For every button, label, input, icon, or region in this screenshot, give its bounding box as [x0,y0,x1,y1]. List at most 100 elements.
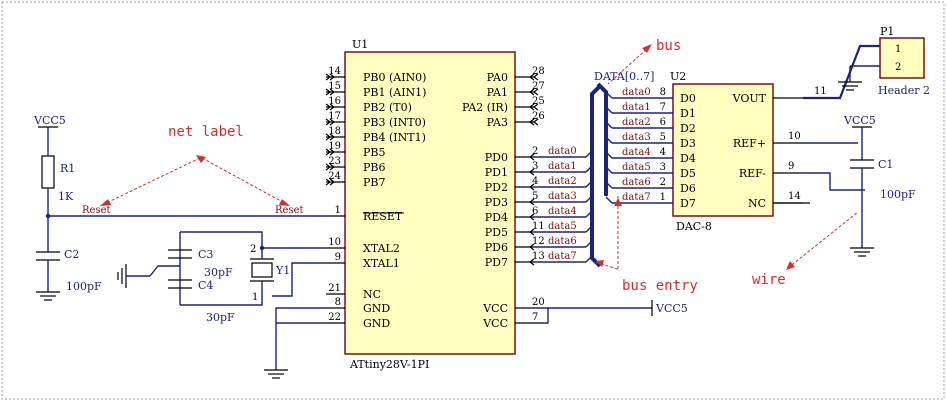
pin-arrow-icon [529,228,535,236]
u1-vcc-wiring: VCC5 [534,300,688,324]
pin-arrow-icon [529,103,535,111]
bus-entry [605,136,613,144]
pin-arrow-icon [325,133,331,141]
y1-body [251,262,273,278]
u1-pin-name: PD4 [485,211,508,224]
pin-arrow-icon [529,198,535,206]
u1-pin-name: PD5 [485,226,508,239]
bus-entry [605,151,613,159]
u2-pin-vout-num: 11 [814,86,827,97]
u2-pin-number: 8 [660,87,666,98]
u1-pin-number: 24 [328,171,341,182]
u2-pin-name: D6 [680,182,696,195]
c4-to-y1 [180,288,263,306]
pin-arrow-icon [325,178,331,186]
net-label: data6 [548,236,577,247]
pin-arrow-icon [533,88,539,96]
net-label: data4 [622,147,651,158]
net-label: data3 [622,132,651,143]
u1-pin-number: 15 [328,81,341,92]
annotation-bus: bus [656,38,681,54]
u1-pin-name: PD3 [485,196,508,209]
gnd-pin8-wire [275,307,326,370]
u2-part: DAC-8 [676,220,712,233]
u1-pin-number: 26 [532,111,545,122]
annotation-bus-entry: bus entry [622,278,698,294]
u1-pin-number: 1 [335,205,341,216]
u2-pin-refp-num: 10 [788,131,801,142]
u1-pin-number: 20 [532,297,545,308]
bus-left-entries [585,150,593,263]
pin-arrow-icon [329,178,335,186]
reset-network: VCC5 R1 1K Reset Reset C2 100pF [33,114,326,301]
pin-arrow-icon [329,103,335,111]
bus-entry [585,240,593,248]
u1-pin-number: 5 [532,191,538,202]
bus-entry [605,196,613,204]
u1-pin-name: PB7 [363,176,385,189]
pin-arrow-icon [325,148,331,156]
u1-pin-number: 8 [335,297,341,308]
u1-pin-number: 10 [328,237,341,248]
reset-net-label-right: Reset [275,205,304,216]
pin-arrow-icon [529,88,535,96]
u1-ref: U1 [352,38,368,51]
pin-arrow-icon [329,73,335,81]
u2-pin-number: 7 [660,102,666,113]
net-label: data5 [622,162,651,173]
pin-arrow-icon [325,88,331,96]
u1-pin-name: PD2 [485,181,508,194]
u1-pin-number: 12 [532,236,545,247]
u1-pin-number: 25 [532,96,545,107]
c3-ref: C3 [198,248,213,261]
refm-wire [803,172,865,191]
y1-ref: Y1 [275,264,290,277]
pin-arrow-icon [325,118,331,126]
bus-entry [585,180,593,188]
u1-pin-number: 21 [328,283,341,294]
u1-pin-number: 28 [532,66,545,77]
pin-arrow-icon [529,258,535,266]
bus-entry [605,121,613,129]
bus-entry [605,181,613,189]
bus-left [590,84,602,268]
u1-pin-number: 13 [532,251,545,262]
net-label: data5 [548,221,577,232]
annotation-wire: wire [752,272,786,288]
u1-pin-name: PB4 (INT1) [363,131,426,144]
u1-pin-name: PA2 (IR) [462,101,508,114]
ground-icon [117,264,127,288]
crystal-network: C3 30pF C4 30pF 2 1 Y1 [117,231,326,379]
pin-arrow-icon [533,73,539,81]
u1-pin-number: 9 [335,252,341,263]
u1-pin-name: GND [363,302,390,315]
pin-arrow-icon [325,73,331,81]
u1-pin-number: 2 [532,146,538,157]
bus-entry [585,210,593,218]
u1-pin-number: 6 [532,206,538,217]
u2-pin-number: 3 [660,162,666,173]
u2-pin-number: 1 [660,192,666,203]
bus-entry [585,165,593,173]
u2-pin-name: D4 [680,152,696,165]
bus-entry [605,91,613,99]
u1-pin-number: 23 [328,156,341,167]
u2-pin-name: D7 [680,197,696,210]
bus-entry [585,225,593,233]
u1-part: ATtiny28V-1PI [349,358,429,371]
annotation-net-label-arrow-right [201,157,291,207]
u2-pin-name: REF- [739,167,766,180]
u1-pin-name: XTAL1 [363,257,400,270]
u1-pin-number: 3 [532,161,538,172]
y1-pin-bottom: 1 [252,292,258,303]
u2-pin-name: D5 [680,167,696,180]
c3-value: 30pF [204,266,233,279]
net-label: data2 [622,117,651,128]
net-label: data7 [622,192,651,203]
u1-pin-name: VCC [482,317,508,330]
bus-right [596,82,608,196]
pin-arrow-icon [533,103,539,111]
p1-pin-1: 1 [895,44,901,55]
